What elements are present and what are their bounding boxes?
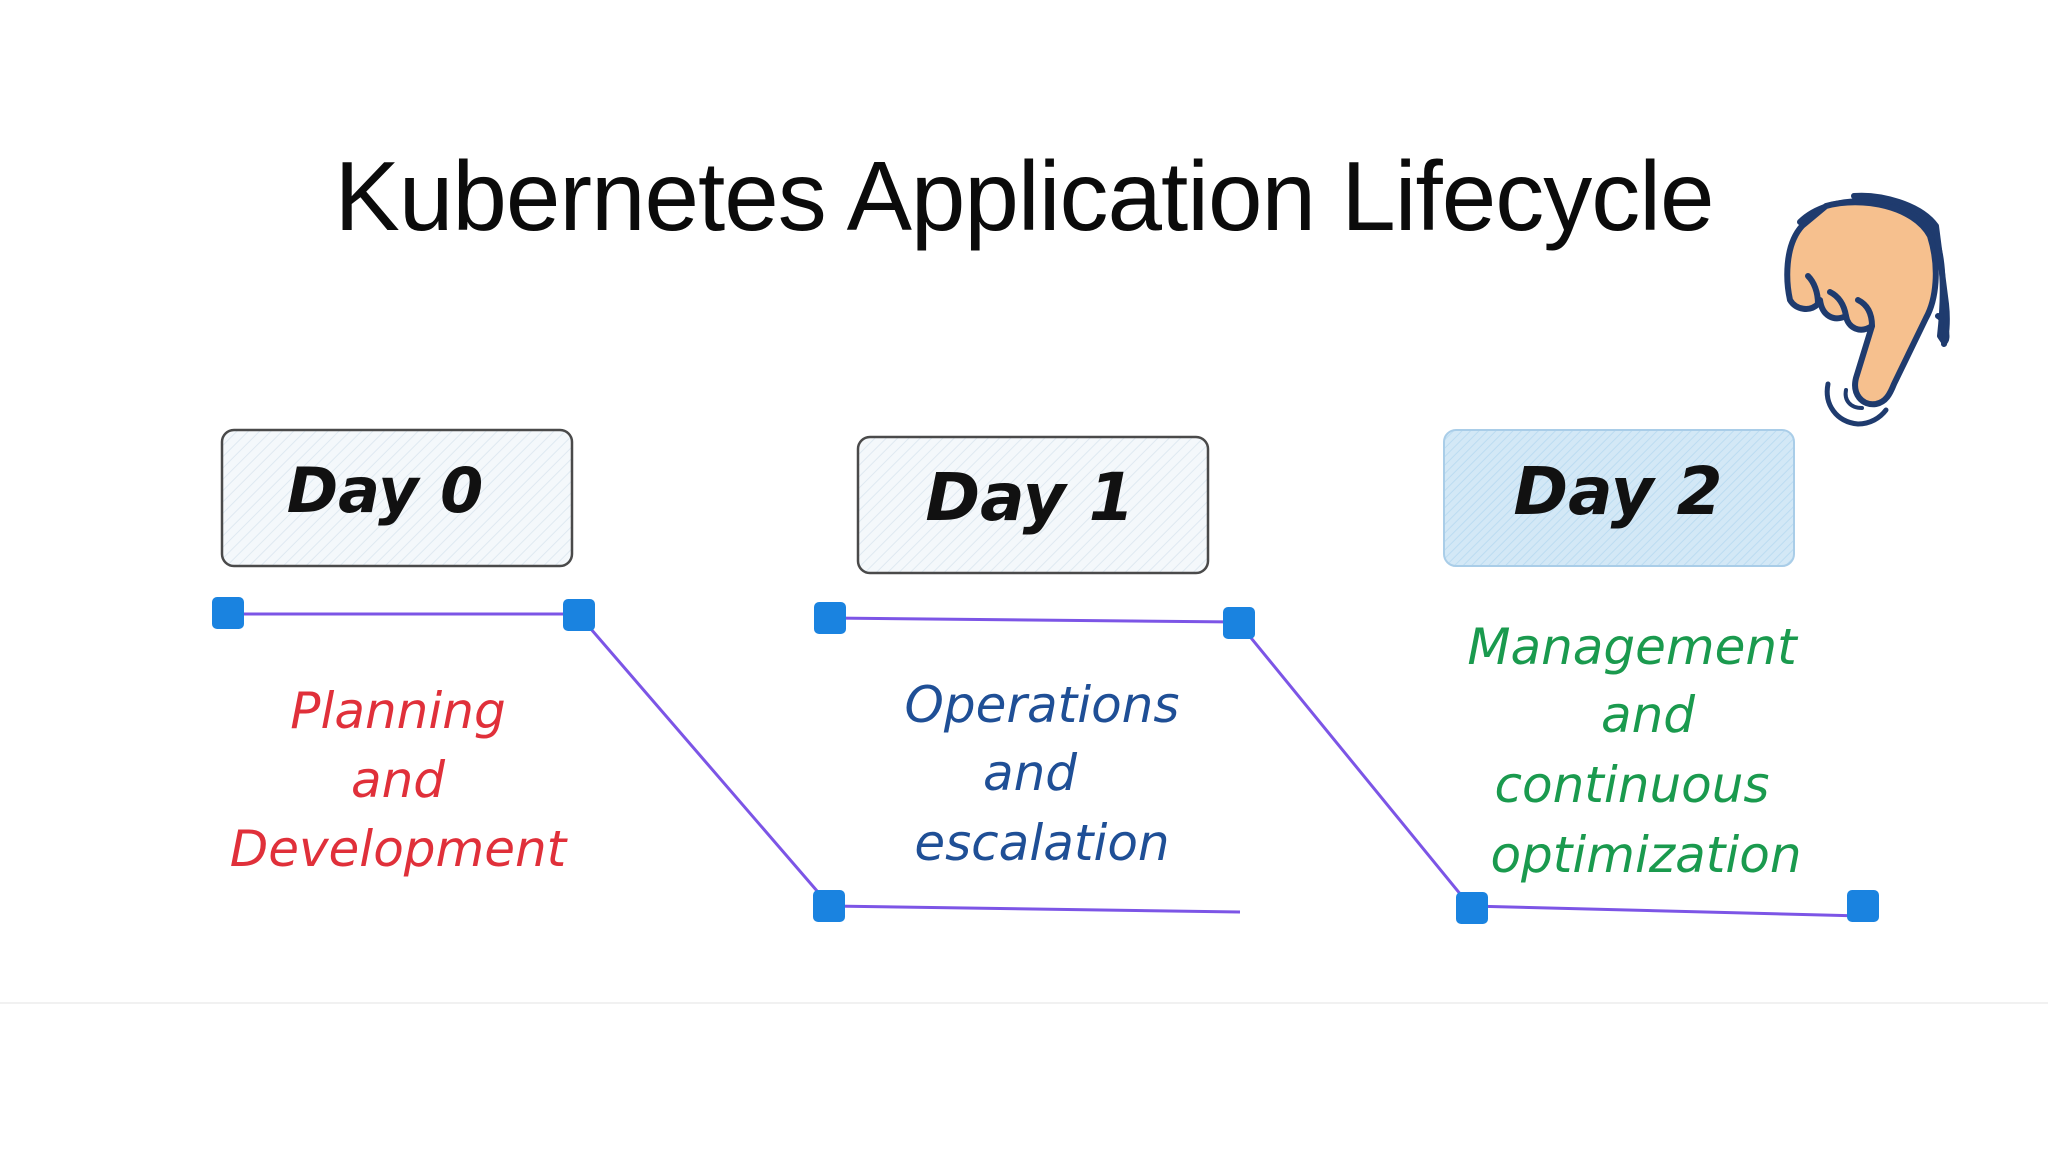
stage-box-day-0 <box>220 428 574 568</box>
stage-day-0: Day 0 <box>220 428 574 568</box>
description-line: and <box>983 744 1077 802</box>
stage-day-1: Day 1 <box>856 435 1210 575</box>
connector-handle[interactable] <box>212 597 244 629</box>
description-line: Planning <box>290 682 505 740</box>
stage-description-day-0: Planning and Development <box>230 682 569 878</box>
page-title: Kubernetes Application Lifecycle <box>334 141 1715 251</box>
stage-label-day-2: Day 2 <box>1513 453 1722 530</box>
stage-label-day-1: Day 1 <box>925 459 1134 536</box>
connector-line <box>829 616 1863 918</box>
connector-line <box>228 612 1241 914</box>
description-line: escalation <box>914 814 1169 872</box>
stage-box-day-2 <box>1443 429 1795 567</box>
connector-handle[interactable] <box>1847 890 1879 922</box>
connector-handle[interactable] <box>814 602 846 634</box>
connector-handle[interactable] <box>563 599 595 631</box>
description-line: optimization <box>1490 826 1801 884</box>
connector-handle[interactable] <box>813 890 845 922</box>
description-line: and <box>1601 686 1695 744</box>
stage-description-day-1: Operations and escalation <box>905 676 1180 872</box>
connector-handle[interactable] <box>1456 892 1488 924</box>
pointing-hand-icon <box>1784 192 1950 427</box>
stage-label-day-0: Day 0 <box>287 454 484 527</box>
divider <box>0 1002 2048 1004</box>
description-line: continuous <box>1495 756 1770 814</box>
stage-box-day-1 <box>856 435 1210 575</box>
description-line: Operations <box>905 676 1180 734</box>
description-line: Management <box>1467 618 1799 676</box>
stage-description-day-2: Management and continuous optimization <box>1467 618 1801 884</box>
connector-handle[interactable] <box>1223 607 1255 639</box>
stage-day-2: Day 2 <box>1443 429 1795 567</box>
description-line: Development <box>230 820 569 878</box>
description-line: and <box>351 751 445 809</box>
